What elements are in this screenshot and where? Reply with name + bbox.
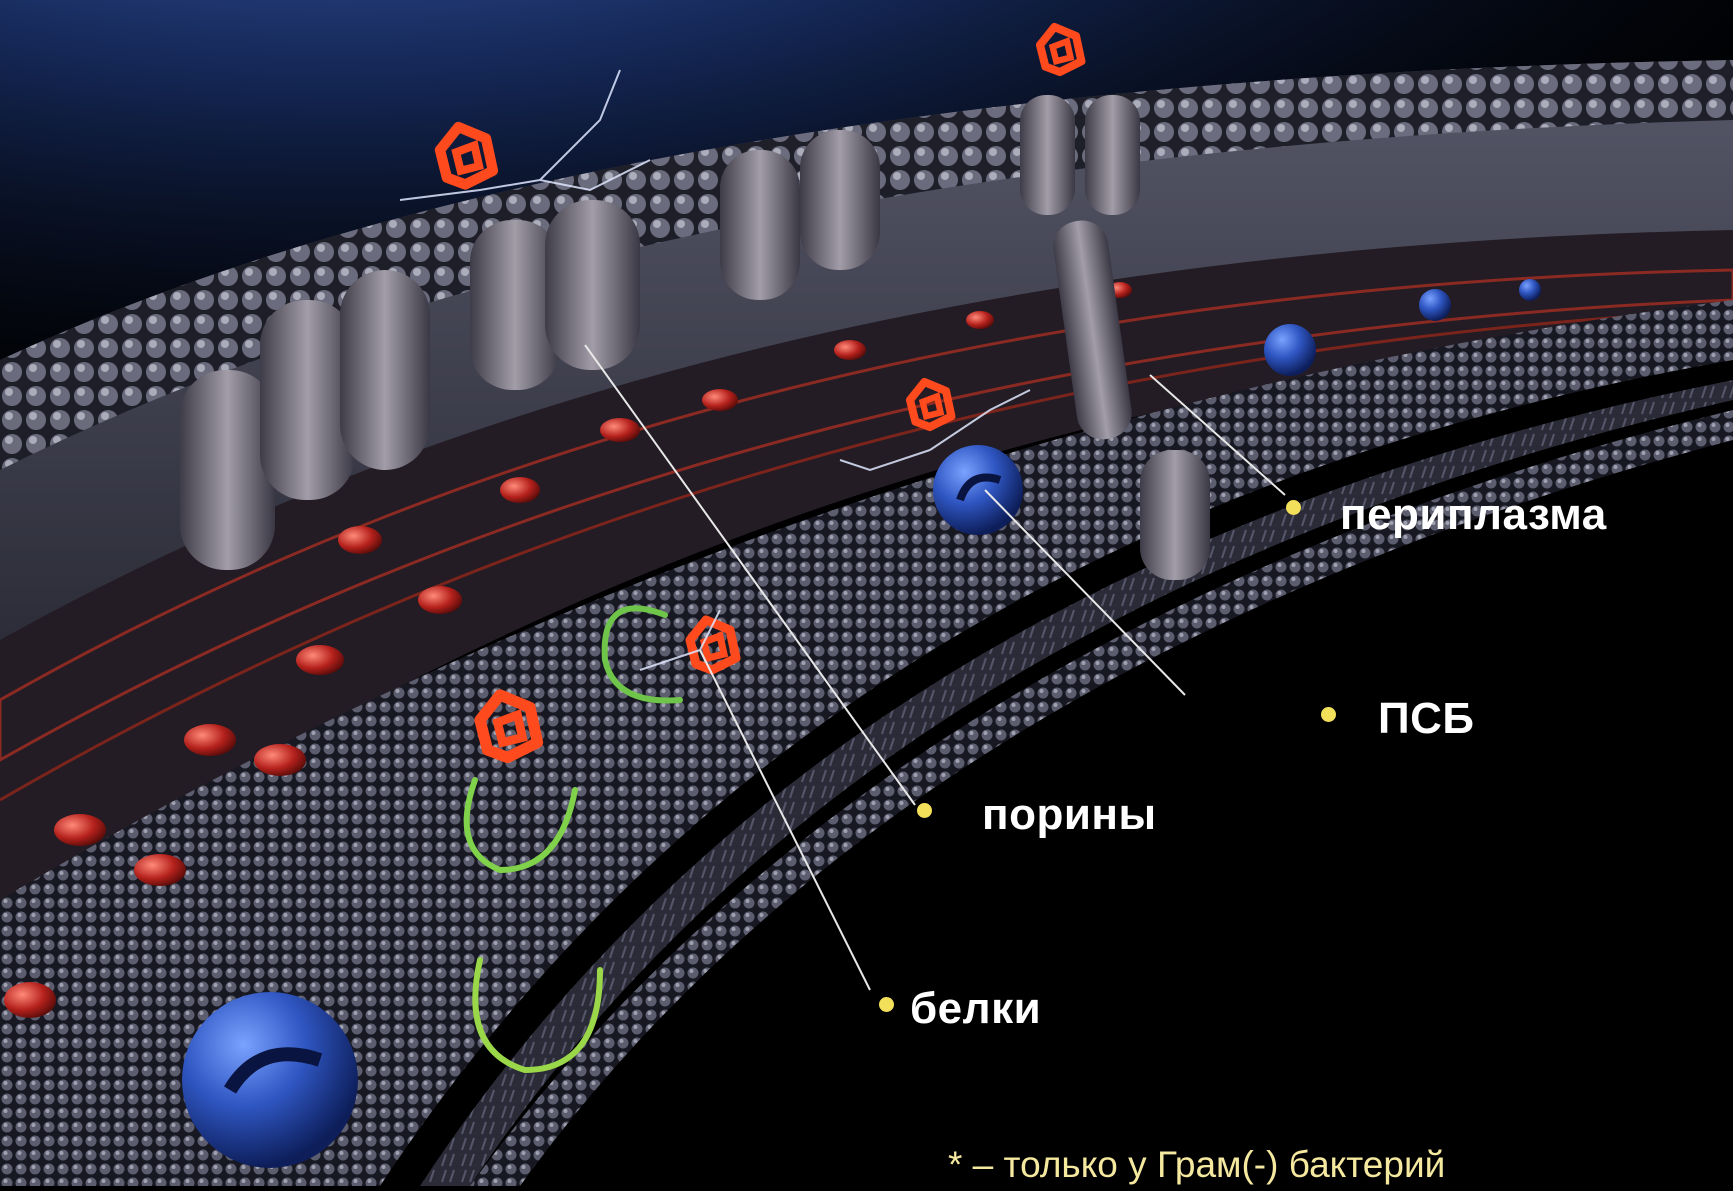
proteins-bullet	[879, 997, 894, 1012]
periplasm-label: периплазма	[1340, 490, 1607, 540]
periplasm-bullet	[1286, 500, 1301, 515]
psb-bullet	[1321, 707, 1336, 722]
psb-label: ПСБ	[1378, 694, 1475, 744]
footnote: * – только у Грам(-) бактерий	[948, 1144, 1445, 1186]
porins-bullet	[917, 803, 932, 818]
proteins-label: белки	[910, 984, 1041, 1034]
porins-label: порины	[982, 790, 1157, 840]
